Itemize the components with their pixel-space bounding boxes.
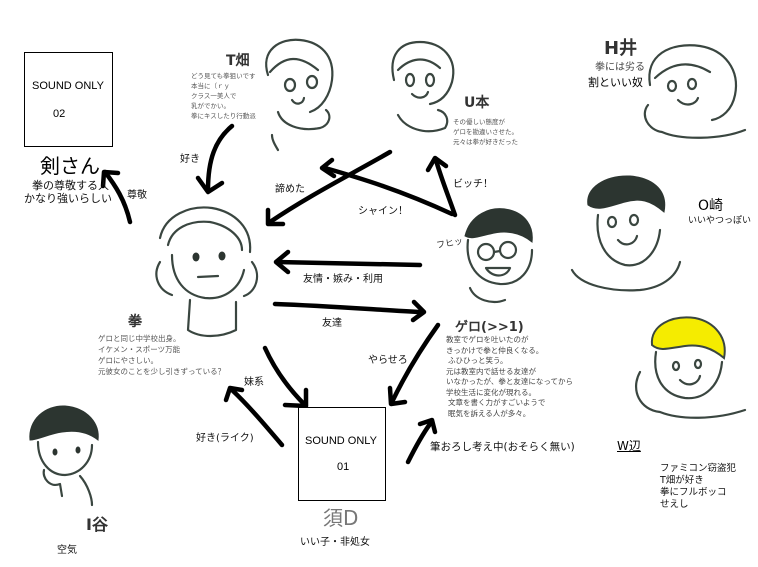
desc-line: きっかけで拳と仲良くなる。	[446, 345, 544, 355]
arrow-ken-to-suD	[262, 345, 309, 409]
desc-line: かなり強いらしい	[24, 192, 112, 205]
portrait-gero	[464, 208, 534, 304]
relation-label-ken-kensan: 尊敬	[127, 190, 147, 201]
desc-line: 乳がでかい。	[191, 102, 230, 110]
portrait-ken	[155, 206, 259, 338]
character-desc-hi: 拳には劣る 割といい奴	[588, 60, 645, 90]
placeholder-line2: 02	[53, 108, 66, 120]
placeholder-suD: SOUND ONLY 01	[298, 407, 386, 501]
arrow-suD-to-ken	[223, 385, 285, 448]
character-name-ken: 拳	[128, 314, 142, 330]
portrait-osaki	[570, 175, 682, 292]
character-desc-itani: 空気	[57, 545, 77, 556]
desc-line: どう見ても拳狙いです	[191, 72, 256, 80]
desc-line: 教室でゲロを吐いたのが	[446, 335, 529, 344]
portrait-hi	[643, 44, 747, 139]
relation-label-gero-suD: やらせろ	[368, 355, 408, 366]
desc-line: 眠気を訴える人が多々。	[448, 408, 531, 418]
desc-line: ふひひっと笑う。	[448, 356, 508, 365]
desc-line: 学校生活に変化が現れる。	[446, 387, 536, 397]
desc-line: せえし	[660, 499, 689, 510]
placeholder-line2: 01	[337, 461, 350, 473]
relation-label-ken-gero: 友達	[322, 318, 342, 329]
arrow-gero-to-ken	[273, 249, 423, 275]
character-name-thata: T畑	[226, 53, 250, 69]
desc-line: ファミコン窃盗犯	[660, 463, 737, 474]
desc-line: T畑が好き	[660, 475, 704, 486]
desc-line: ゲロにやさしい。	[98, 356, 158, 365]
desc-line: ゲロを勘違いさせた。	[453, 128, 518, 136]
character-name-suD: 須D	[323, 506, 359, 530]
placeholder-kensan: SOUND ONLY 02	[24, 52, 113, 147]
character-desc-suD: いい子・非処女	[300, 537, 370, 548]
arrow-ken-to-gero	[272, 299, 427, 323]
relation-label-gero-ken: 友情・嫉み・利用	[303, 274, 383, 285]
desc-line: 拳には劣る	[595, 62, 645, 73]
character-desc-umoto: その優しい態度が ゲロを勘違いさせた。 元々は拳が好きだった	[453, 117, 518, 147]
desc-line: 元彼女のことを少し引きずっている？	[98, 367, 226, 376]
relation-label-suD-gero: 筆おろし考え中(おそらく無い)	[430, 441, 575, 453]
character-desc-gero: 教室でゲロを吐いたのが きっかけで拳と仲良くなる。 ふひひっと笑う。 元は教室内…	[446, 335, 573, 419]
desc-line: 拳にフルボッコ	[660, 487, 727, 498]
placeholder-line1: SOUND ONLY	[32, 80, 104, 92]
arrow-suD-to-gero	[405, 417, 438, 465]
desc-line: 元は教室内で話せる友達が	[446, 366, 536, 376]
arrow-gero-to-umoto	[425, 155, 458, 218]
arrow-ken-to-kensan	[100, 169, 133, 225]
character-desc-osaki: いいやつっぽい	[688, 216, 752, 226]
arrow-gero-to-suD	[387, 322, 441, 407]
desc-line: クラス一美人で	[191, 92, 237, 100]
desc-line: 割といい奴	[588, 76, 643, 89]
portrait-watanabe	[634, 316, 747, 419]
character-name-kensan: 剣さん	[40, 154, 100, 178]
portrait-thata	[265, 38, 334, 152]
desc-line: 拳にキスしたり行動派	[191, 112, 256, 120]
character-name-watanabe: W辺	[617, 439, 641, 453]
desc-line: 元々は拳が好きだった	[453, 138, 518, 146]
character-name-osaki: O崎	[698, 198, 724, 214]
relation-label-umoto-ken: 諦めた	[275, 184, 305, 195]
placeholder-line1: SOUND ONLY	[305, 435, 377, 447]
portrait-umoto	[391, 40, 455, 133]
character-desc-kensan: 拳の尊敬する人 かなり強いらしい	[24, 179, 112, 205]
character-name-umoto: U本	[464, 95, 490, 111]
character-name-itani: I谷	[86, 515, 108, 534]
arrow-umoto-to-ken	[265, 149, 393, 227]
relation-label-gero-umoto: ビッチ！	[453, 179, 493, 190]
arrow-thata-to-ken	[195, 123, 235, 195]
relation-label-gero-thata: シャイン！	[358, 206, 408, 217]
desc-line: その優しい態度が	[453, 118, 505, 126]
arrow-gero-to-thata	[319, 157, 455, 217]
character-name-gero: ゲロ(>>1)	[455, 320, 524, 335]
desc-line: ゲロと同じ中学校出身。	[98, 334, 181, 343]
desc-line: イケメン・スポーツ万能	[98, 345, 181, 354]
desc-line: いなかったが、拳と友達になってから	[446, 377, 573, 386]
relation-label-ken-suD: 妹系	[244, 377, 264, 388]
relation-label-suD-ken: 好き(ライク)	[196, 433, 254, 444]
desc-line: 本当に（ｒｙ	[191, 82, 230, 90]
desc-line: 文章を書く力がすごいようで	[448, 398, 546, 407]
character-desc-thata: どう見ても拳狙いです 本当に（ｒｙ クラス一美人で 乳がでかい。 拳にキスしたり…	[191, 71, 256, 121]
portrait-itani	[29, 405, 99, 507]
desc-line: 拳の尊敬する人	[32, 179, 109, 192]
character-name-hi: H井	[604, 38, 638, 59]
character-desc-ken: ゲロと同じ中学校出身。 イケメン・スポーツ万能 ゲロにやさしい。 元彼女のことを…	[98, 333, 225, 377]
character-desc-watanabe: ファミコン窃盗犯 T畑が好き 拳にフルボッコ せえし	[660, 463, 736, 511]
relation-label-thata-ken: 好き	[180, 154, 200, 165]
